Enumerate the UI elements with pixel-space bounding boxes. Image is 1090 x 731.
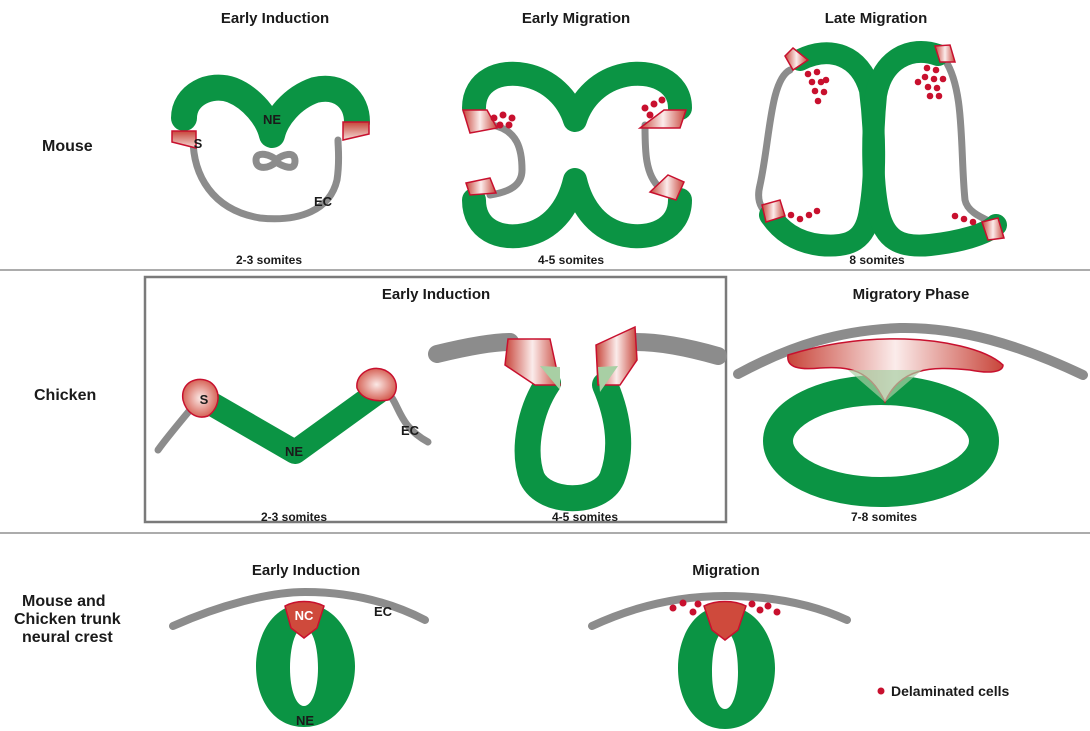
chicken-somites-2: 4-5 somites	[552, 510, 618, 524]
mouse-somites-2: 4-5 somites	[538, 253, 604, 267]
mouse-early-induction-figure: NE S EC	[172, 88, 369, 219]
chicken-23-tag-ne: NE	[285, 444, 303, 459]
row-label-trunk-2: Chicken trunk	[14, 611, 121, 628]
mouse-ei-tag-ec: EC	[314, 194, 333, 209]
trunk-stage-title-migration: Migration	[692, 562, 760, 579]
mouse-ei-crest-right	[343, 122, 369, 140]
row-label-trunk-1: Mouse and	[22, 593, 106, 610]
mouse-stage-title-early-induction: Early Induction	[221, 10, 329, 27]
mouse-em-crest-left-bottom	[466, 178, 496, 195]
mouse-somites-3: 8 somites	[849, 253, 905, 267]
row-label-chicken: Chicken	[34, 387, 96, 404]
chicken-early-induction-box	[145, 277, 726, 522]
mouse-em-crest-right-top	[640, 110, 686, 128]
row-label-trunk-3: neural crest	[22, 629, 113, 646]
mouse-ei-crest-left	[172, 131, 196, 148]
trunk-early-induction-figure: NC EC NE	[173, 592, 425, 728]
chicken-somites-1: 2-3 somites	[261, 510, 327, 524]
mouse-stage-title-early-migration: Early Migration	[522, 10, 630, 27]
chicken-23-tag-s: S	[200, 392, 209, 407]
chicken-23-somites-figure: S NE EC	[158, 368, 428, 459]
mouse-ei-tag-s: S	[194, 136, 203, 151]
mouse-ei-tag-ne: NE	[263, 112, 281, 127]
chicken-phase-title: Migratory Phase	[853, 286, 970, 303]
mouse-stage-title-late-migration: Late Migration	[825, 10, 928, 27]
mouse-late-migration-figure	[759, 45, 1004, 246]
chicken-45-somites-figure	[437, 327, 718, 498]
row-label-mouse: Mouse	[42, 138, 93, 155]
mouse-somites-1: 2-3 somites	[236, 253, 302, 267]
mouse-early-migration-figure	[463, 74, 686, 236]
chicken-somites-3: 7-8 somites	[851, 510, 917, 524]
trunk-stage-title-early-induction: Early Induction	[252, 562, 360, 579]
trunk-ei-tag-ne: NE	[296, 713, 314, 728]
legend: Delaminated cells	[878, 683, 1010, 699]
chicken-box-title: Early Induction	[382, 286, 490, 303]
mouse-em-crest-left-top	[463, 110, 497, 133]
trunk-migration-figure	[592, 596, 847, 729]
chicken-23-tag-ec: EC	[401, 423, 420, 438]
legend-delaminated-label: Delaminated cells	[891, 683, 1009, 699]
legend-delaminated-marker	[878, 688, 885, 695]
trunk-ei-tag-nc: NC	[295, 608, 314, 623]
chicken-migratory-figure	[738, 328, 1083, 492]
trunk-ei-tag-ec: EC	[374, 604, 393, 619]
chicken-23-crest-right	[357, 368, 396, 400]
